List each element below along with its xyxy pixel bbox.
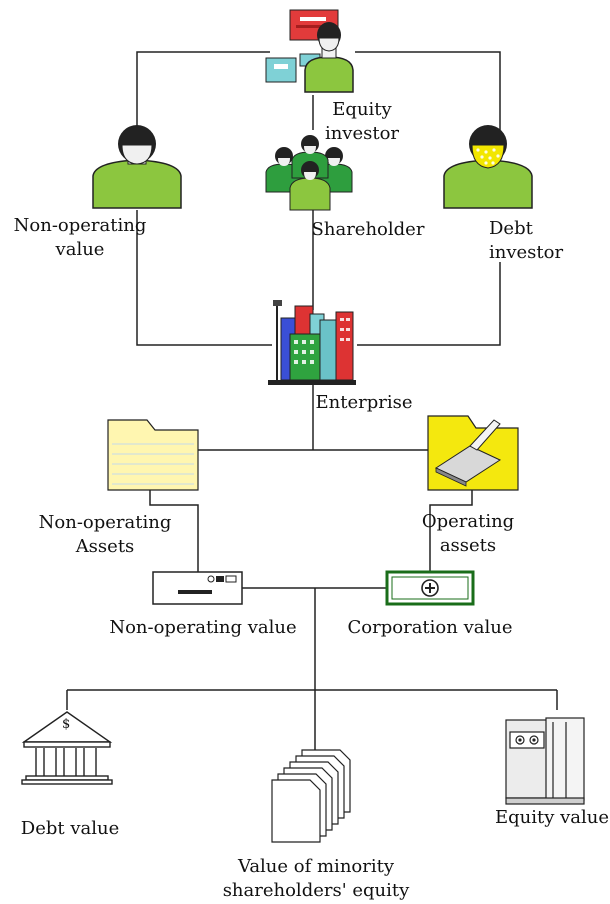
- non-operating-value-top-label: Non-operating value: [13, 215, 147, 260]
- non-operating-value-label: Non-operating value: [109, 617, 297, 638]
- equity-investor-icon: [265, 9, 354, 93]
- operating-assets-label: Operating assets: [421, 511, 515, 556]
- equity-value-label: Equity value: [494, 807, 610, 828]
- connector-lines: [66, 51, 558, 772]
- minority-equity-label: Value of minority shareholders' equity: [222, 856, 410, 901]
- document-stack-icon: [271, 749, 351, 843]
- shareholder-label: Shareholder: [311, 219, 425, 240]
- bank-building-icon: [21, 711, 113, 785]
- bank-dollar-symbol: $: [62, 717, 71, 732]
- non-operating-assets-folder-icon: [107, 419, 199, 491]
- debt-value-label: Debt value: [20, 818, 120, 839]
- debt-investor-person-icon: [443, 125, 533, 209]
- non-operating-value-person-icon: [92, 125, 182, 209]
- equity-investor-label: Equity investor: [324, 99, 400, 144]
- debt-investor-label: Debt investor: [489, 218, 564, 263]
- shareholder-group-icon: [265, 135, 353, 211]
- operating-assets-folder-icon: [427, 415, 519, 491]
- corporation-value-label: Corporation value: [347, 617, 513, 638]
- corporation-value-box-icon: [385, 570, 475, 606]
- non-operating-assets-label: Non-operating Assets: [38, 512, 172, 557]
- enterprise-label: Enterprise: [315, 392, 413, 413]
- enterprise-buildings-icon: [268, 300, 356, 385]
- non-operating-value-device-icon: [152, 571, 243, 605]
- equity-machine-icon: [505, 717, 585, 805]
